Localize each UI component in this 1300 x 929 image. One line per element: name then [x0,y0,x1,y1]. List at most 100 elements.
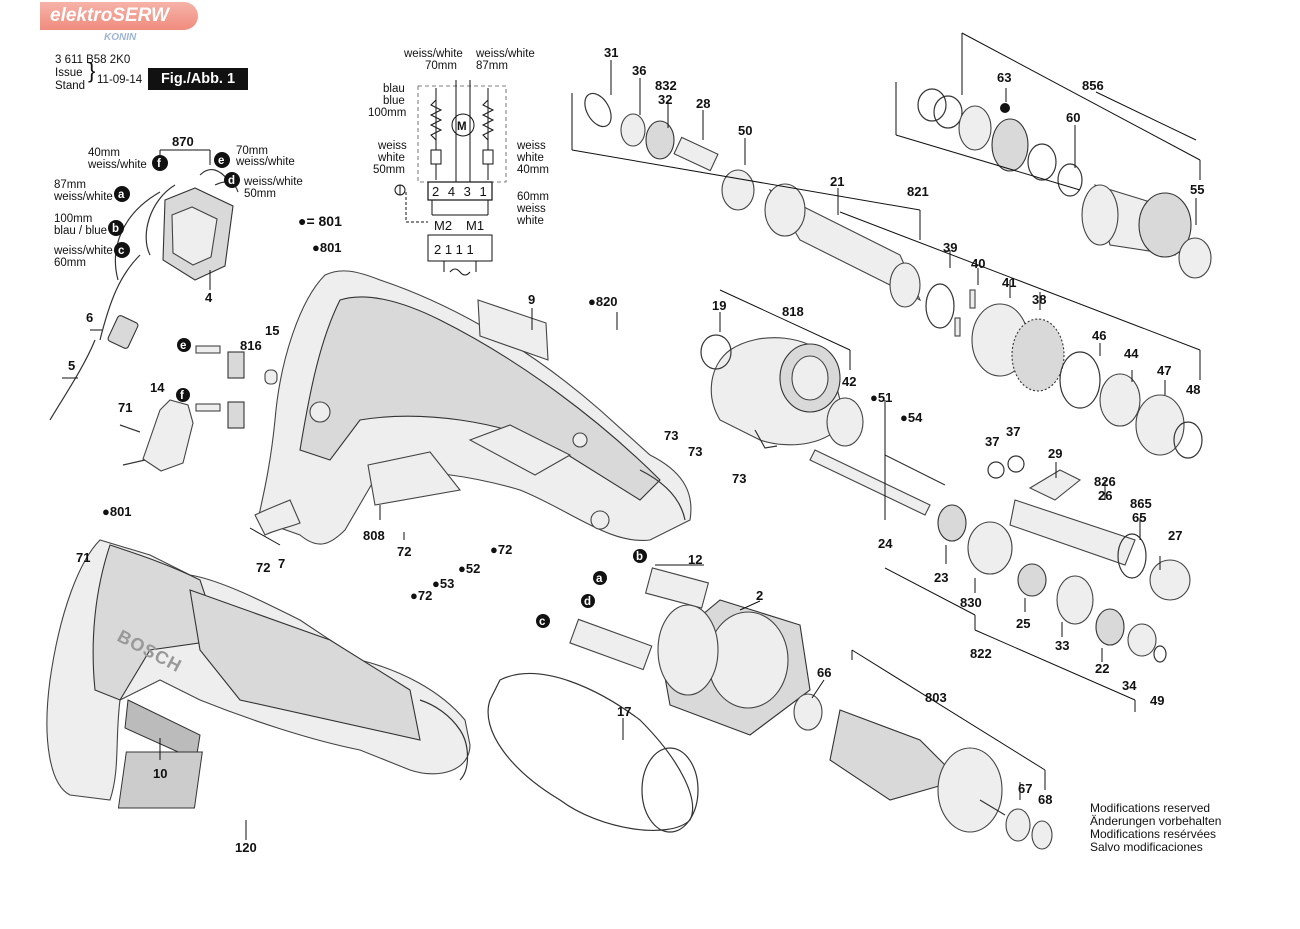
issue-label: Issue [55,67,83,79]
marker-f-brush: f [180,390,184,402]
issue-date: 11-09-14 [97,74,143,86]
part-label-65: 65 [1132,510,1146,525]
wire-right-mid-1: weiss [516,140,546,152]
part-label-72a: 72 [397,544,411,559]
label-plate-120 [117,751,203,809]
motor-symbol: M [457,121,467,133]
wire-right-mid-2: white [516,152,544,164]
switch-wire-100-1: 100mm [54,213,92,225]
part-label-68: 68 [1038,792,1052,807]
switch-wire-40-2: weiss/white [87,159,147,171]
part-label-53: ●53 [432,576,454,591]
wire-left-low-3: 50mm [373,164,405,176]
part-label-40: 40 [971,256,985,271]
mod-line-es: Salvo modificaciones [1090,840,1203,854]
assembled-hammer-body: BOSCH [46,539,471,809]
part-label-54: ●54 [900,410,923,425]
wire-top-left-2: 70mm [425,60,457,72]
marker-b-switch: b [112,223,119,235]
part-label-55: 55 [1190,182,1204,197]
part-label-870: 870 [172,134,194,149]
marker-d-stator: d [584,596,591,608]
wire-right-low-1: 60mm [517,191,549,203]
switch-wire-60-2: 60mm [54,257,86,269]
mod-line-en: Modifications reserved [1090,801,1211,815]
modifications-note: Modifications reserved Änderungen vorbeh… [1090,802,1221,854]
wire-left-low-2: white [377,152,405,164]
wire-left-mid-2: blue [383,95,405,107]
part-label-865: 865 [1130,496,1152,511]
tool-holder-assembly [917,88,1212,279]
part-label-15: 15 [265,323,279,338]
watermark-brand: elektroSERW [50,5,169,26]
part-label-10: 10 [153,766,167,781]
part-label-832: 832 [655,78,677,93]
spindle-assembly [584,92,976,337]
part-label-66: 66 [817,665,831,680]
marker-d-switch: d [228,175,235,187]
figure-label: Fig./Abb. 1 [148,68,248,90]
part-label-37a: 37 [985,434,999,449]
part-label-6: 6 [86,310,93,325]
part-label-19: 19 [712,298,726,313]
wire-top-right-2: 87mm [476,60,508,72]
part-label-44: 44 [1124,346,1139,361]
mod-line-de: Änderungen vorbehalten [1090,814,1222,828]
m2-label: M2 [434,218,452,233]
part-label-73c: 73 [732,471,746,486]
part-label-48: 48 [1186,382,1200,397]
m1-label: M1 [466,218,484,233]
part-label-2: 2 [756,588,763,603]
part-label-72c: ●72 [490,542,512,557]
part-label-60: 60 [1066,110,1080,125]
switch-wire-50-2: 50mm [244,188,276,200]
part-label-39: 39 [943,240,957,255]
part-label-63: 63 [997,70,1011,85]
part-label-47: 47 [1157,363,1171,378]
part-label-801a: ●801 [312,240,342,255]
marker-f-switch: f [157,158,161,170]
housing-half [254,270,692,545]
stator-armature [487,567,1053,850]
label-plate-9 [477,299,549,361]
part-label-29: 29 [1048,446,1062,461]
part-label-28: 28 [696,96,710,111]
part-label-51: ●51 [870,390,892,405]
leader-lines [159,32,1201,840]
part-label-9: 9 [528,292,535,307]
part-label-52: ●52 [458,561,480,576]
part-label-67: 67 [1018,781,1032,796]
marker-e-brush: e [180,340,186,352]
part-label-33: 33 [1055,638,1069,653]
mod-line-fr: Modifications resérvées [1090,827,1217,841]
switch-wire-60-1: weiss/white [53,245,113,257]
part-label-801b: ●801 [102,504,132,519]
part-label-24: 24 [878,536,893,551]
stand-label: Stand [55,80,86,92]
drawing-code: 3 611 B58 2K0 [55,54,131,66]
bottom-terminals: 2 1 1 1 [434,242,474,257]
part-label-21: 21 [830,174,844,189]
wire-left-low-1: weiss [377,140,407,152]
part-label-7: 7 [278,556,285,571]
wire-left-mid-1: blau [383,83,405,95]
part-label-72b: 72 [256,560,270,575]
part-label-816: 816 [240,338,262,353]
part-label-26: 26 [1098,488,1112,503]
switch-wire-87-1: 87mm [54,179,86,191]
wire-right-low-3: white [516,215,544,227]
switch-wire-40-1: 40mm [88,147,120,159]
marker-c-stator: c [539,616,546,628]
part-label-72d: ●72 [410,588,432,603]
part-label-73b: 73 [688,444,702,459]
gear-clutch-set [809,303,1203,663]
part-label-826: 826 [1094,474,1116,489]
switch-wire-70-1: 70mm [236,145,268,157]
part-label-822: 822 [970,646,992,661]
wiring-schematic: M 2 4 3 1 M2 M1 2 1 1 1 weiss/white 70mm… [368,48,549,276]
watermark-city: KONIN [104,32,137,43]
part-label-36: 36 [632,63,646,78]
terminal-numbers: 2 4 3 1 [432,184,489,199]
part-label-830: 830 [960,595,982,610]
part-label-71b: 71 [76,550,90,565]
